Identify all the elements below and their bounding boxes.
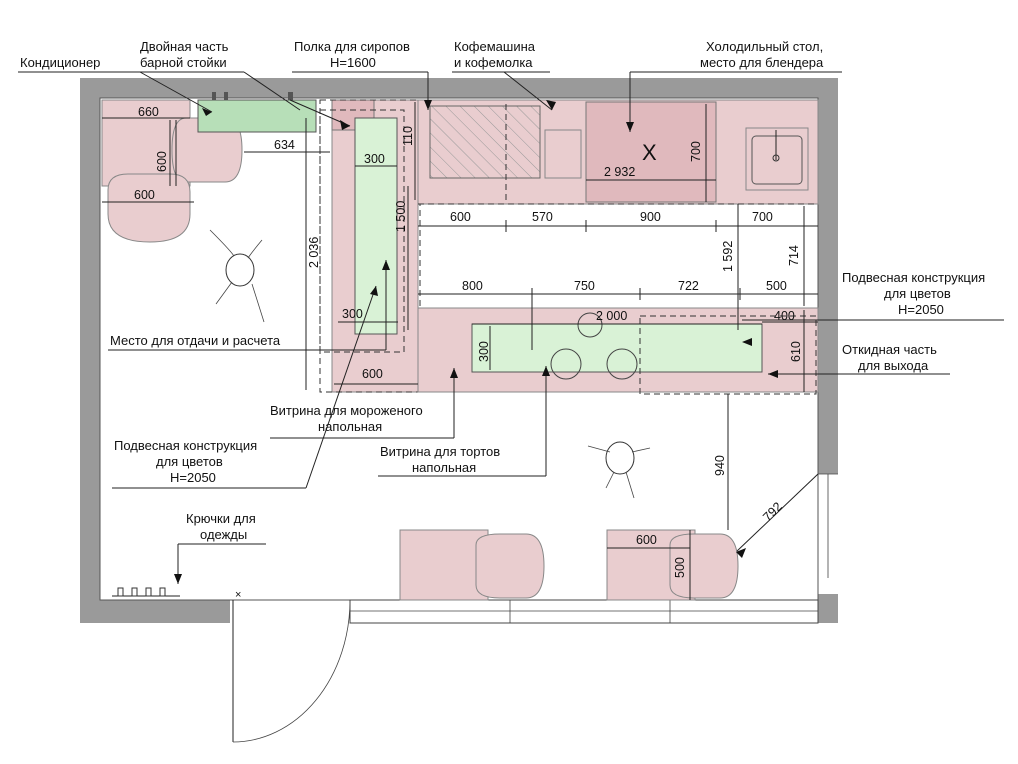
label-coffee-1: Кофемашина bbox=[454, 39, 536, 54]
label-double-bar-2: барной стойки bbox=[140, 55, 227, 70]
dim-500-row: 500 bbox=[766, 279, 787, 293]
label-syrup-shelf-1: Полка для сиропов bbox=[294, 39, 410, 54]
dim-900: 900 bbox=[640, 210, 661, 224]
label-cakes-1: Витрина для тортов bbox=[380, 444, 500, 459]
dim-722: 722 bbox=[678, 279, 699, 293]
dim-610: 610 bbox=[789, 341, 803, 362]
arrow-markers bbox=[174, 100, 778, 584]
label-hooks-1: Крючки для bbox=[186, 511, 256, 526]
label-hanging-right-1: Подвесная конструкция bbox=[842, 270, 985, 285]
dim-600-low: 600 bbox=[362, 367, 383, 381]
svg-text:×: × bbox=[235, 589, 241, 601]
dim-1500: 1 500 bbox=[394, 201, 408, 232]
coffee-machine bbox=[429, 105, 541, 179]
label-pickup: Место для отдачи и расчета bbox=[110, 333, 281, 348]
label-folding-1: Откидная часть bbox=[842, 342, 937, 357]
label-air-conditioner: Кондиционер bbox=[20, 55, 100, 70]
front-counter bbox=[417, 307, 819, 395]
dim-714: 714 bbox=[787, 245, 801, 266]
dim-570: 570 bbox=[532, 210, 553, 224]
dim-700-row: 700 bbox=[752, 210, 773, 224]
label-syrup-shelf-2: H=1600 bbox=[330, 55, 376, 70]
wall-right-lower bbox=[818, 594, 838, 623]
dim-400: 400 bbox=[774, 309, 795, 323]
wall-right-upper bbox=[818, 78, 838, 474]
dim-2000: 2 000 bbox=[596, 309, 627, 323]
dim-600-top: 600 bbox=[134, 188, 155, 202]
dim-792: 792 bbox=[760, 499, 785, 524]
person-icon bbox=[587, 441, 651, 499]
dim-300-low: 300 bbox=[342, 307, 363, 321]
label-folding-2: для выхода bbox=[858, 358, 929, 373]
wall-bottom-left bbox=[80, 600, 230, 623]
fridge-table bbox=[585, 101, 717, 203]
entrance-door: × bbox=[232, 589, 351, 743]
label-hooks-2: одежды bbox=[200, 527, 247, 542]
dim-660: 660 bbox=[138, 105, 159, 119]
dim-600-row: 600 bbox=[450, 210, 471, 224]
label-hanging-right-2: для цветов bbox=[884, 286, 951, 301]
label-cakes-2: напольная bbox=[412, 460, 476, 475]
bar-counter-vertical bbox=[319, 99, 421, 393]
dim-940: 940 bbox=[713, 455, 727, 476]
back-counter bbox=[417, 99, 819, 205]
right-exit-opening bbox=[735, 473, 838, 578]
leader-lines bbox=[18, 71, 1004, 584]
bottom-window bbox=[349, 599, 819, 624]
wall-left bbox=[80, 78, 100, 623]
dim-500-table: 500 bbox=[673, 557, 687, 578]
dim-800: 800 bbox=[462, 279, 483, 293]
label-double-bar-1: Двойная часть bbox=[140, 39, 229, 54]
label-icecream-1: Витрина для мороженого bbox=[270, 403, 423, 418]
label-hanging-right-3: H=2050 bbox=[898, 302, 944, 317]
chair-bottom bbox=[107, 173, 191, 243]
label-hanging-left-3: H=2050 bbox=[170, 470, 216, 485]
cake-display bbox=[471, 323, 763, 373]
dim-2036: 2 036 bbox=[307, 237, 321, 268]
dim-700-vertical: 700 bbox=[689, 141, 703, 162]
dim-600-vertical: 600 bbox=[155, 151, 169, 172]
dim-634: 634 bbox=[274, 138, 295, 152]
dim-110: 110 bbox=[401, 126, 415, 146]
label-hanging-left-1: Подвесная конструкция bbox=[114, 438, 257, 453]
label-hanging-left-2: для цветов bbox=[156, 454, 223, 469]
dim-600-table: 600 bbox=[636, 533, 657, 547]
wall-top bbox=[80, 78, 838, 98]
coat-hooks bbox=[112, 587, 180, 597]
label-fridge-2: место для блендера bbox=[700, 55, 824, 70]
dim-750: 750 bbox=[574, 279, 595, 293]
x-marker: X bbox=[642, 140, 657, 165]
dim-300-top: 300 bbox=[364, 152, 385, 166]
dimension-lines bbox=[102, 102, 818, 600]
dim-1592: 1 592 bbox=[721, 241, 735, 272]
walls bbox=[80, 78, 838, 623]
bottom-table-right bbox=[606, 529, 739, 601]
sink bbox=[745, 127, 809, 191]
icecream-display bbox=[354, 117, 398, 335]
label-coffee-2: и кофемолка bbox=[454, 55, 533, 70]
label-fridge-1: Холодильный стол, bbox=[706, 39, 823, 54]
label-icecream-2: напольная bbox=[318, 419, 382, 434]
person-icon bbox=[209, 229, 265, 323]
dim-2932: 2 932 bbox=[604, 165, 635, 179]
air-conditioner bbox=[197, 99, 317, 133]
bottom-table-left bbox=[399, 529, 545, 601]
dim-300-display: 300 bbox=[477, 341, 491, 362]
